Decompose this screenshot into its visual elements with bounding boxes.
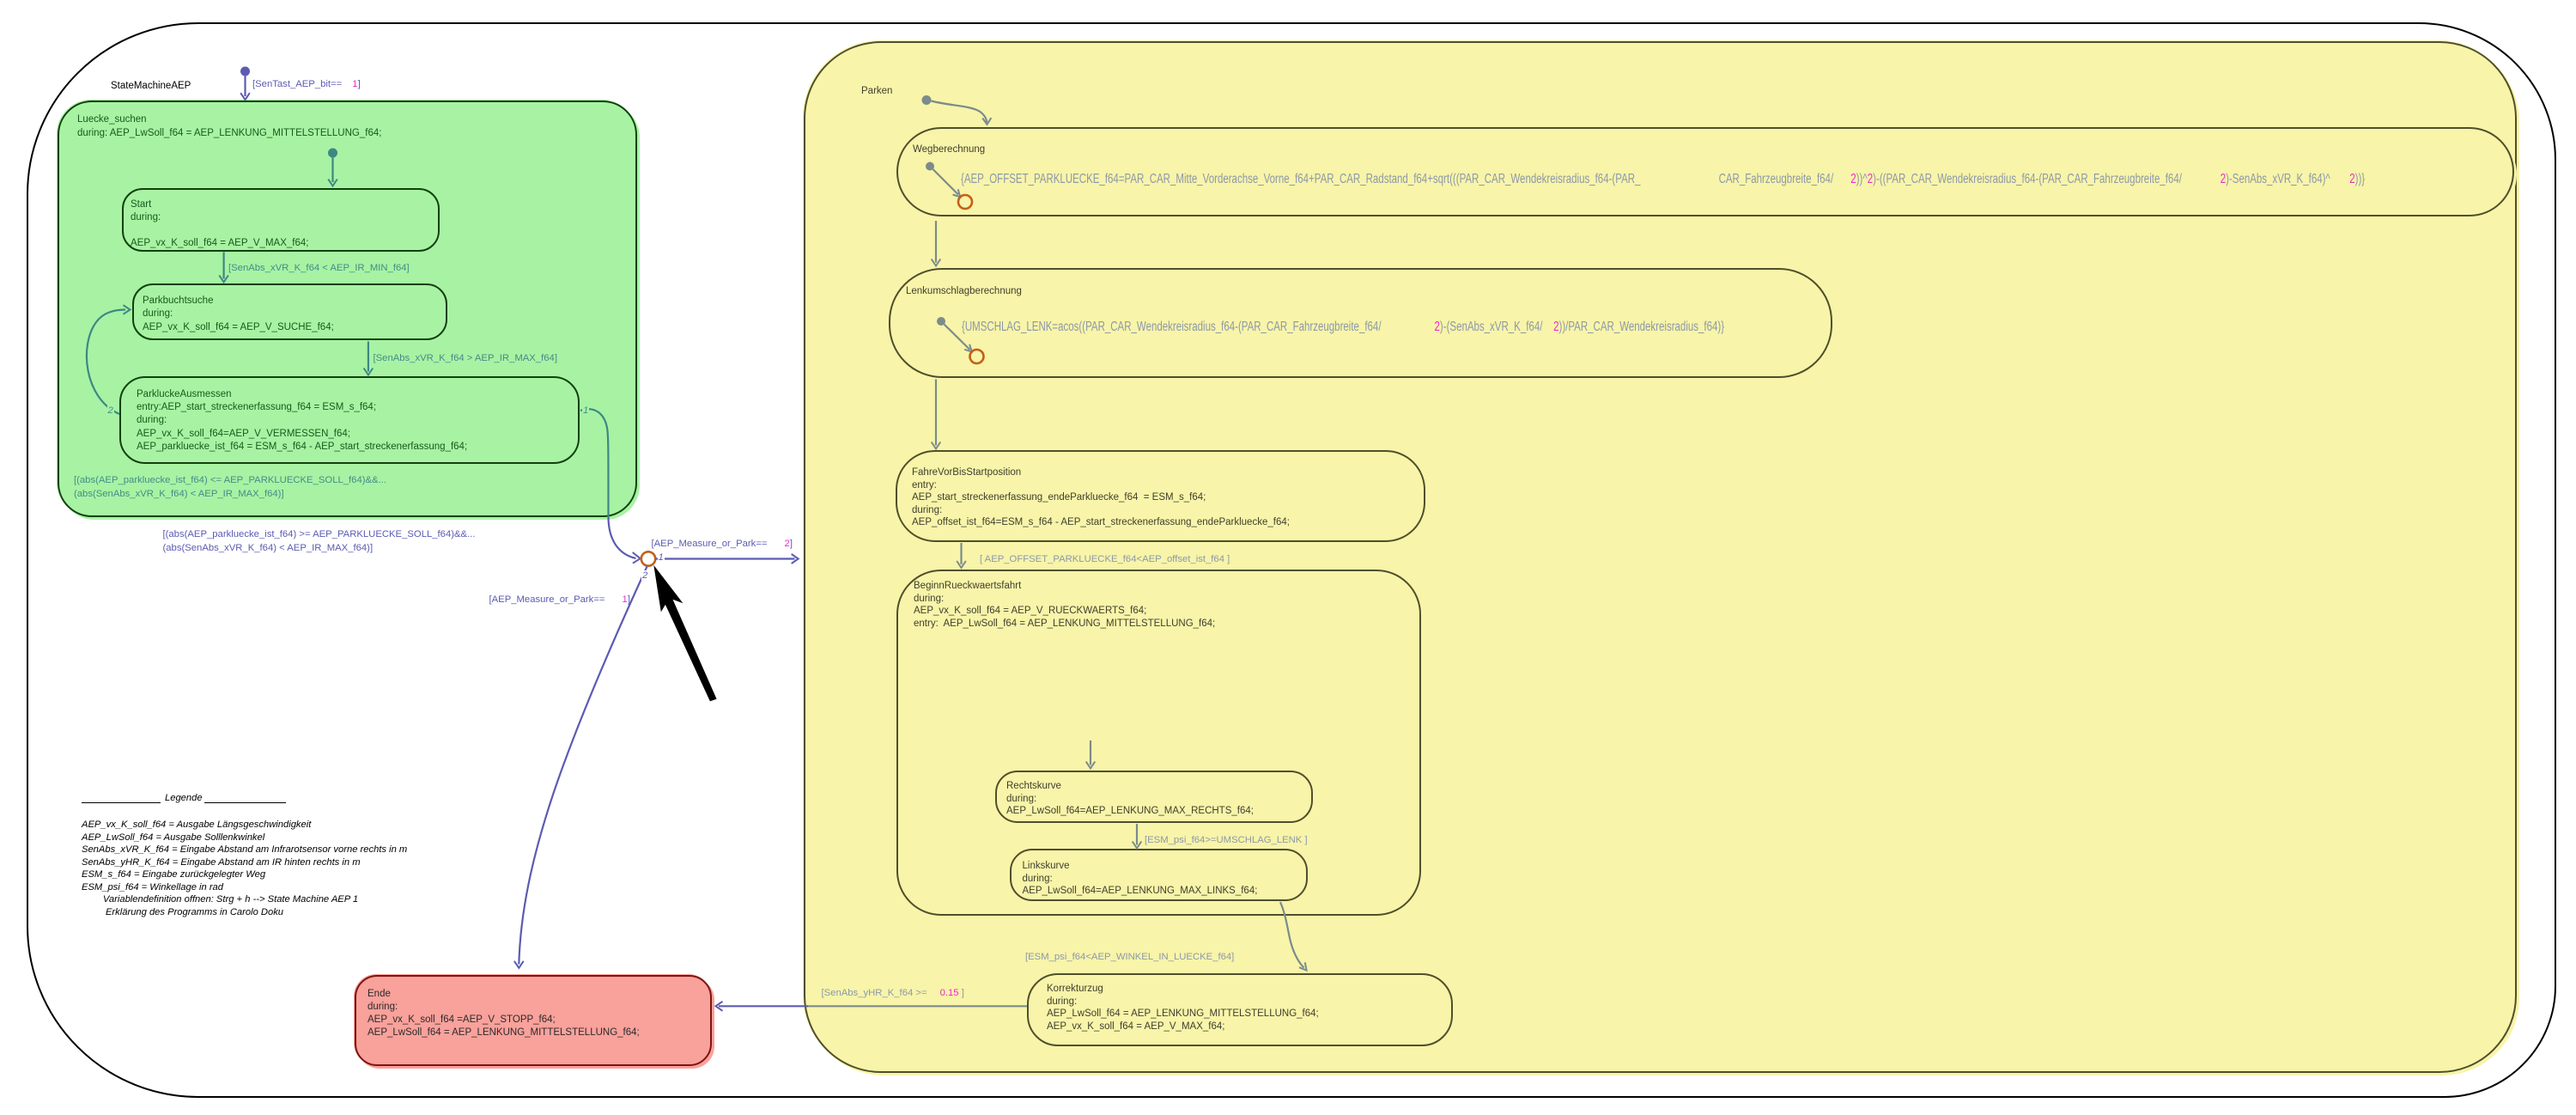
state-fahre-vor-bis-startposition-label: FahreVorBisStartposition entry: AEP_star… (912, 467, 1290, 527)
legend-title-row: Legende (82, 793, 407, 807)
legend: Legende AEP_vx_K_soll_f64 = Ausgabe Läng… (82, 793, 407, 918)
label-measure-or-park-1: [AEP_Measure_or_Park==1] (489, 594, 630, 605)
transition-korrektur-to-ende[interactable] (714, 1000, 1028, 1012)
transition-line[interactable] (1279, 901, 1305, 969)
transition-parklucke-to-parkbuchtsuche[interactable] (85, 304, 132, 416)
transition-rechts-to-links[interactable] (1131, 824, 1143, 850)
arrowhead (930, 441, 942, 451)
state-parklucke-ausmessen-label: ParkluckeAusmessen entry:AEP_start_strec… (137, 389, 468, 452)
chart-title: StateMachineAEP (111, 80, 191, 91)
arrowhead (1131, 840, 1143, 850)
transition-fahre-to-beginn[interactable] (956, 543, 967, 570)
arrowhead (218, 274, 229, 284)
state-lenkumschlagberechnung-label: Lenkumschlagberechnung (906, 286, 1022, 296)
transition-line[interactable] (607, 516, 636, 560)
transition-default-rechtskurve[interactable] (1084, 740, 1097, 771)
state-parklucke-ausmessen[interactable]: ParkluckeAusmessen entry:AEP_start_strec… (119, 376, 580, 464)
arrowhead (122, 304, 132, 315)
state-linkskurve-label: Linkskurve during: AEP_LwSoll_f64=AEP_LE… (1022, 861, 1258, 896)
transition-parkbuchtsuche-to-parklucke[interactable] (362, 341, 374, 377)
transition-line[interactable] (931, 100, 988, 123)
label-offset-condition: [ AEP_OFFSET_PARKLUECKE_f64<AEP_offset_i… (980, 554, 1230, 564)
transition-line[interactable] (932, 168, 959, 196)
legend-rule-left (82, 801, 161, 803)
state-rechtskurve-label: Rechtskurve during: AEP_LwSoll_f64=AEP_L… (1006, 781, 1254, 816)
label-parkluecke-kleiner-condition: [(abs(AEP_parkluecke_ist_f64) <= AEP_PAR… (74, 475, 386, 500)
state-korrekturzug-label: Korrekturzug during: AEP_LwSoll_f64 = AE… (1047, 984, 1319, 1032)
arrowhead (513, 960, 525, 970)
transition-junction-to-ende[interactable] (513, 566, 648, 970)
state-ende-label: Ende during: AEP_vx_K_soll_f64 =AEP_V_ST… (368, 989, 640, 1038)
state-luecke-suchen-label: Luecke_suchen during: AEP_LwSoll_f64 = A… (77, 114, 382, 138)
label-umschlag-condition: [ESM_psi_f64>=UMSCHLAG_LENK ] (1145, 834, 1308, 845)
arrowhead (956, 560, 967, 570)
label-senabs-yhr-condition: [SenAbs_yHR_K_f64 >=0.15 ] (821, 988, 964, 998)
arrowhead (327, 178, 338, 188)
label-sentast-condition: [SenTast_AEP_bit==1] (252, 78, 361, 89)
state-beginn-rueckwaertsfahrt-label: BeginnRueckwaertsfahrt during: AEP_vx_K_… (914, 581, 1216, 629)
state-linkskurve[interactable]: Linkskurve during: AEP_LwSoll_f64=AEP_LE… (1010, 849, 1308, 901)
label-parkluecke-groesser-condition: [(abs(AEP_parkluecke_ist_f64) >= AEP_PAR… (162, 528, 476, 553)
arrowhead (1298, 962, 1308, 972)
state-parkbuchtsuche[interactable]: Parkbuchtsuche during: AEP_vx_K_soll_f64… (132, 283, 447, 340)
transition-start-to-parkbuchtsuche[interactable] (218, 252, 229, 284)
chart-boundary (27, 22, 2556, 1098)
label-wegberechnung-formel: {AEP_OFFSET_PARKLUECKE_f64=PAR_CAR_Mitte… (960, 172, 2365, 186)
state-parken-label: Parken (861, 86, 893, 96)
junction-order-1: 1 (657, 551, 665, 563)
arrowhead (981, 117, 993, 126)
state-start[interactable]: Start during: AEP_vx_K_soll_f64 = AEP_V_… (122, 188, 440, 252)
arrowhead (240, 92, 251, 102)
transition-line[interactable] (943, 323, 971, 350)
state-wegberechnung-label: Wegberechnung (913, 144, 986, 155)
junction-lenkumschlag[interactable] (969, 348, 985, 365)
legend-items: AEP_vx_K_soll_f64 = Ausgabe Längsgeschwi… (82, 819, 408, 917)
transition-links-to-korrektur[interactable] (1279, 901, 1308, 972)
label-winkel-condition: [ESM_psi_f64<AEP_WINKEL_IN_LUECKE_f64] (1025, 952, 1235, 962)
state-parkbuchtsuche-label: Parkbuchtsuche during: AEP_vx_K_soll_f64… (143, 296, 334, 332)
transition-lenk-to-fahre[interactable] (930, 379, 942, 451)
legend-rule-right (204, 801, 286, 803)
arrowhead (362, 367, 374, 377)
arrowhead (714, 1000, 724, 1012)
legend-title: Legende (165, 793, 203, 803)
parklucke-order-1: 1 (582, 405, 590, 416)
transition-weg-to-lenk[interactable] (930, 221, 942, 268)
arrowhead (930, 258, 942, 268)
transition-line[interactable] (518, 566, 648, 965)
state-lenkumschlagberechnung[interactable]: Lenkumschlagberechnung (889, 268, 1832, 378)
state-ende[interactable]: Ende during: AEP_vx_K_soll_f64 =AEP_V_ST… (355, 975, 712, 1066)
state-korrekturzug[interactable]: Korrekturzug during: AEP_LwSoll_f64 = AE… (1027, 973, 1453, 1046)
label-lenkumschlag-formel: {UMSCHLAG_LENK=acos((PAR_CAR_Wendekreisr… (962, 319, 1725, 334)
junction-order-2: 2 (641, 570, 649, 581)
label-measure-or-park-2: [AEP_Measure_or_Park==2] (651, 538, 793, 549)
state-start-label: Start during: AEP_vx_K_soll_f64 = AEP_V_… (131, 198, 309, 248)
state-wegberechnung[interactable]: Wegberechnung (896, 127, 2514, 216)
arrowhead (1084, 760, 1097, 771)
transition-line[interactable] (85, 308, 126, 416)
junction-main[interactable] (640, 550, 657, 567)
label-ir-max-condition: [SenAbs_xVR_K_f64 > AEP_IR_MAX_f64] (373, 352, 557, 363)
junction-wegberechnung[interactable] (957, 193, 974, 210)
state-rechtskurve[interactable]: Rechtskurve during: AEP_LwSoll_f64=AEP_L… (995, 771, 1313, 823)
state-fahre-vor-bis-startposition[interactable]: FahreVorBisStartposition entry: AEP_star… (896, 450, 1425, 542)
parklucke-order-2: 2 (106, 405, 114, 416)
transition-line[interactable] (580, 408, 610, 517)
label-ir-min-condition: [SenAbs_xVR_K_f64 < AEP_IR_MIN_f64] (228, 262, 410, 273)
arrowhead (791, 553, 800, 564)
transition-junction-to-parken[interactable] (655, 553, 800, 564)
